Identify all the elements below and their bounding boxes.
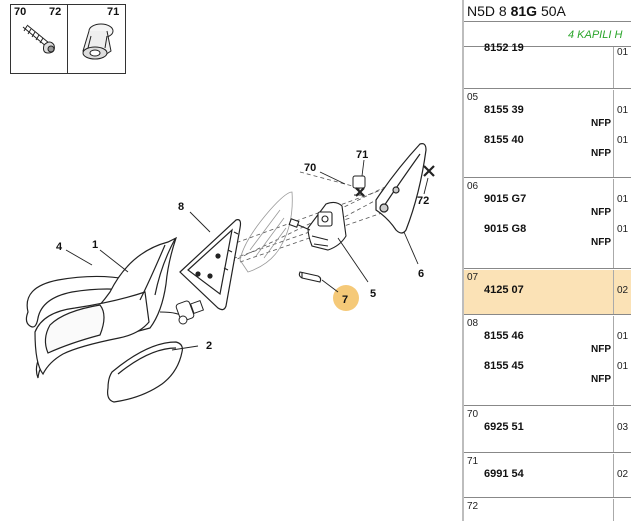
qty-column-line bbox=[613, 47, 614, 88]
part-qty: 01 bbox=[617, 224, 629, 235]
cable-connector bbox=[159, 299, 205, 325]
part-ref[interactable]: 4125 07 bbox=[484, 284, 524, 296]
reference-header: N5D 8 81G 50A bbox=[464, 0, 631, 22]
pane-divider[interactable] bbox=[462, 0, 464, 521]
nfp-flag: NFP bbox=[591, 207, 611, 218]
part-qty: 02 bbox=[617, 469, 629, 480]
part-ref[interactable]: 6991 54 bbox=[484, 468, 524, 480]
exploded-diagram-pane: 70 72 71 bbox=[10, 4, 435, 403]
part-8-triangle-trim[interactable] bbox=[179, 219, 242, 311]
part-7-pad[interactable] bbox=[298, 271, 322, 283]
row-index: 71 bbox=[467, 456, 479, 467]
qty-column-line bbox=[613, 499, 614, 521]
part-qty: 01 bbox=[617, 194, 629, 205]
leader-lines bbox=[65, 159, 429, 351]
inset-label-72[interactable]: 72 bbox=[49, 6, 62, 18]
qty-column-line bbox=[613, 90, 614, 177]
callout-71[interactable]: 71 bbox=[356, 149, 368, 161]
variant-subheader: 4 KAPILI H bbox=[464, 23, 631, 47]
ref-suffix: 50A bbox=[540, 3, 566, 19]
row-index: 05 bbox=[467, 92, 479, 103]
row-index: 72 bbox=[467, 501, 479, 512]
variant-label: 4 KAPILI H bbox=[568, 29, 623, 41]
nfp-flag: NFP bbox=[591, 374, 611, 385]
callout-4[interactable]: 4 bbox=[56, 241, 63, 253]
inset-label-70[interactable]: 70 bbox=[14, 6, 27, 18]
inset-drawing bbox=[22, 23, 114, 60]
parts-row-partial[interactable]: 8152 19 01 bbox=[464, 42, 631, 89]
screw-marker-icon bbox=[355, 165, 435, 197]
part-ref[interactable]: 8155 39 bbox=[484, 104, 524, 116]
part-1-mirror-body[interactable] bbox=[34, 236, 178, 379]
part-qty: 01 bbox=[617, 135, 629, 146]
part-5-mounting-bracket[interactable] bbox=[288, 201, 347, 251]
part-qty: 01 bbox=[617, 105, 629, 116]
part-qty: 01 bbox=[617, 361, 629, 372]
nfp-flag: NFP bbox=[591, 148, 611, 159]
inset-divider bbox=[67, 5, 68, 73]
callout-7[interactable]: 7 bbox=[342, 294, 348, 306]
screw-icon bbox=[22, 24, 55, 54]
qty-column-line bbox=[613, 179, 614, 268]
nfp-flag: NFP bbox=[591, 237, 611, 248]
hardware-inset: 70 72 71 bbox=[10, 4, 126, 74]
part-ref[interactable]: 6925 51 bbox=[484, 421, 524, 433]
callout-72[interactable]: 72 bbox=[417, 195, 429, 207]
part-qty: 02 bbox=[617, 285, 629, 296]
callout-1[interactable]: 1 bbox=[92, 239, 98, 251]
qty-column-line bbox=[613, 407, 614, 452]
callout-5[interactable]: 5 bbox=[370, 288, 376, 300]
nfp-flag: NFP bbox=[591, 118, 611, 129]
part-2-mirror-glass[interactable] bbox=[107, 341, 183, 403]
qty-column-line bbox=[613, 316, 614, 405]
row-index: 06 bbox=[467, 181, 479, 192]
parts-row-70[interactable]: 70 6925 51 03 bbox=[464, 407, 631, 453]
row-index: 70 bbox=[467, 409, 479, 420]
ref-bold: 81G bbox=[510, 3, 538, 19]
part-qty: 01 bbox=[617, 47, 629, 58]
mirror-assembly-drawing: 1 2 4 5 6 7 8 70 71 72 bbox=[25, 143, 435, 403]
inset-label-71[interactable]: 71 bbox=[107, 6, 120, 18]
part-ref[interactable]: 8155 40 bbox=[484, 134, 524, 146]
nfp-flag: NFP bbox=[591, 344, 611, 355]
inner-panel-outline bbox=[239, 191, 293, 273]
callout-2[interactable]: 2 bbox=[206, 340, 212, 352]
callout-8[interactable]: 8 bbox=[178, 201, 184, 213]
part-qty: 01 bbox=[617, 331, 629, 342]
parts-list-pane: N5D 8 81G 50A 4 KAPILI H 8152 19 01 05 81… bbox=[464, 0, 631, 521]
parts-row-07[interactable]: 07 4125 07 02 bbox=[464, 270, 631, 315]
part-qty: 03 bbox=[617, 422, 629, 433]
callout-7-highlight bbox=[333, 285, 359, 311]
parts-row-71[interactable]: 71 6991 54 02 bbox=[464, 454, 631, 498]
qty-column-line bbox=[613, 454, 614, 497]
parts-row-72[interactable]: 72 bbox=[464, 499, 631, 521]
part-ref[interactable]: 8152 19 bbox=[484, 42, 524, 54]
row-index: 08 bbox=[467, 318, 479, 329]
callout-6[interactable]: 6 bbox=[418, 268, 424, 280]
part-ref[interactable]: 8155 45 bbox=[484, 360, 524, 372]
part-6-door-seal[interactable] bbox=[375, 143, 427, 234]
qty-column-line bbox=[613, 270, 614, 314]
grommet-icon bbox=[82, 23, 114, 60]
ref-prefix: N5D 8 bbox=[467, 3, 507, 19]
part-ref[interactable]: 8155 46 bbox=[484, 330, 524, 342]
part-ref[interactable]: 9015 G7 bbox=[484, 193, 527, 205]
part-ref[interactable]: 9015 G8 bbox=[484, 223, 527, 235]
callout-70[interactable]: 70 bbox=[304, 162, 316, 174]
row-index: 07 bbox=[467, 272, 479, 283]
